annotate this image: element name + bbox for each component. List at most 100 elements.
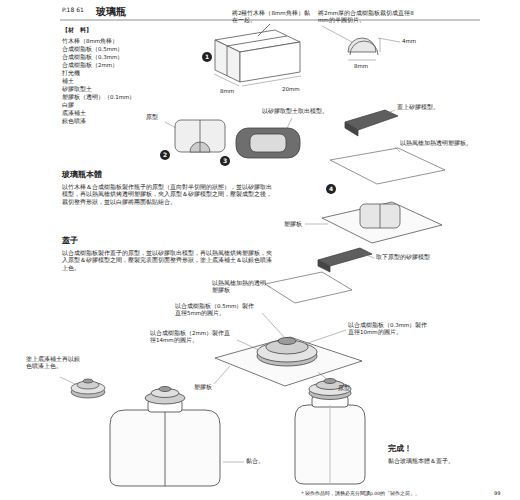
- plastic-sheet: [265, 272, 352, 303]
- silicone-cover: [345, 122, 358, 136]
- label-text: 將2mm厚的合成樹脂板裁切成直徑8mm的半圓切片。: [318, 10, 418, 25]
- finished-bottle: [295, 379, 365, 485]
- label-text: 白膠: [62, 102, 74, 109]
- finished-bottle: [330, 405, 331, 484]
- cap-mold: [318, 248, 372, 272]
- label-text: 矽膠取型土: [62, 86, 92, 93]
- label-text: 竹木棒（8mm角棒）: [62, 38, 118, 45]
- label-text: 黏合玻璃瓶本體＆蓋子。: [388, 458, 468, 465]
- prototype: [175, 120, 225, 152]
- label-text: 原型: [338, 385, 350, 392]
- bottle: [110, 410, 220, 486]
- wood-block: [240, 42, 300, 82]
- small-cap: [83, 379, 93, 383]
- finished-bottle: [295, 405, 365, 484]
- silicone-mold: [250, 134, 286, 152]
- label-text: 黏合。: [246, 458, 264, 465]
- label-text: P.18 61: [62, 6, 84, 14]
- label-text: 以竹木棒＆合成樹脂板製作瓶子的原型（直向對半切開的狀態），並以矽膠取出模型，再以…: [62, 184, 277, 206]
- section-heading: 完成！: [388, 444, 412, 455]
- pressing-board: [215, 337, 362, 386]
- cap-mold: [318, 248, 372, 266]
- dimension-line: [380, 38, 381, 52]
- leader-line: [214, 254, 374, 387]
- label-text: 以合成樹脂板製作蓋子的原型，並以矽膠取出模型，再以熱風槍烘烤塑膠板，夾入原型＆矽…: [62, 250, 277, 272]
- leader-line: [262, 313, 285, 338]
- semicircle-piece: [350, 41, 378, 55]
- wood-block: [258, 24, 270, 36]
- leader-line: [165, 122, 176, 128]
- leader-line: [388, 110, 395, 113]
- plastic-sheet: [330, 148, 445, 184]
- leader-line: [165, 122, 176, 128]
- bottle: [165, 410, 166, 486]
- label-text: 20mm: [282, 86, 300, 93]
- leader-line: [268, 286, 270, 287]
- page-title: 玻璃瓶: [96, 5, 126, 19]
- leader-line: [286, 110, 400, 224]
- label-text: 蓋上矽膠模型。: [397, 104, 457, 111]
- leader-line: [305, 224, 328, 225]
- label-text: 補土: [62, 78, 74, 85]
- leader-line: [286, 118, 292, 130]
- dimension-line: [322, 26, 352, 42]
- callout-number: 1: [202, 52, 212, 62]
- dimension-line: [214, 74, 301, 86]
- label-text: 以合成樹脂板（0.3mm）製作直徑10mm的圓片。: [348, 322, 433, 337]
- callout-number: 2: [160, 150, 170, 160]
- label-text: 以熱風槍加熱的透明塑膠板: [212, 280, 267, 295]
- leader-line: [305, 330, 346, 344]
- semicircle-piece: [348, 38, 378, 55]
- silicone-mold: [236, 128, 300, 158]
- dimension-line: [348, 60, 376, 61]
- leader-line: [237, 340, 259, 350]
- disc-stack: [257, 338, 317, 367]
- label-text: 底漆補土: [62, 110, 86, 117]
- label-text: 8mm: [220, 88, 234, 95]
- label-text: 打光機: [62, 70, 80, 77]
- leader-line: [364, 254, 374, 258]
- leader-line: [60, 377, 75, 384]
- small-cap: [71, 382, 105, 394]
- section-heading: 玻璃瓶本體: [62, 170, 102, 181]
- prototype: [175, 120, 225, 152]
- plastic-sheet: [265, 272, 352, 303]
- dimension-line: [242, 76, 301, 86]
- pressing-board: [322, 202, 442, 243]
- pressing-board: [380, 204, 381, 228]
- label-text: 塑膠板: [284, 221, 302, 228]
- label-text: 以熱風槍加熱透明塑膠板。: [400, 140, 480, 147]
- label-text: 原型: [146, 114, 158, 121]
- small-cap: [71, 379, 105, 398]
- pressing-board: [322, 202, 442, 243]
- section-heading: 【材 料】: [62, 27, 92, 34]
- semicircle-piece: [348, 38, 376, 52]
- label-text: 將2種竹木棒（8mm角棒）黏在一起。: [232, 10, 314, 25]
- label-text: ＊製作作品時，請務必充分閱讀p.00的「製作之前」。: [300, 491, 420, 497]
- wood-block: [227, 46, 228, 76]
- callout-number: 4: [326, 184, 336, 194]
- label-text: 銀色噴漆: [62, 118, 86, 125]
- prototype: [200, 120, 201, 152]
- label-text: 塑膠板: [194, 384, 212, 391]
- leader-line: [223, 462, 244, 463]
- label-text: 以矽膠取型土取出模型。: [262, 108, 342, 115]
- dimension-line: [378, 38, 400, 42]
- dimension-line: [214, 74, 239, 86]
- leader-line: [395, 147, 400, 152]
- label-text: 99: [494, 490, 500, 497]
- label-text: 取下原型的矽膠模型: [376, 254, 466, 261]
- leader-line: [214, 366, 230, 384]
- header-rule: [60, 20, 480, 21]
- bottle: [159, 387, 171, 392]
- label-text: 4mm: [402, 38, 416, 45]
- cap-mold: [318, 260, 330, 272]
- label-text: 塑膠板（透明）（0.1mm）: [62, 94, 135, 101]
- label-text: 合成樹脂板（0.3mm）: [62, 54, 123, 61]
- label-text: 合成樹脂板（2mm）: [62, 62, 118, 69]
- wood-block: [227, 36, 287, 46]
- silicone-mold: [236, 128, 300, 158]
- disc-stack: [278, 338, 296, 345]
- header-rule: [60, 20, 480, 21]
